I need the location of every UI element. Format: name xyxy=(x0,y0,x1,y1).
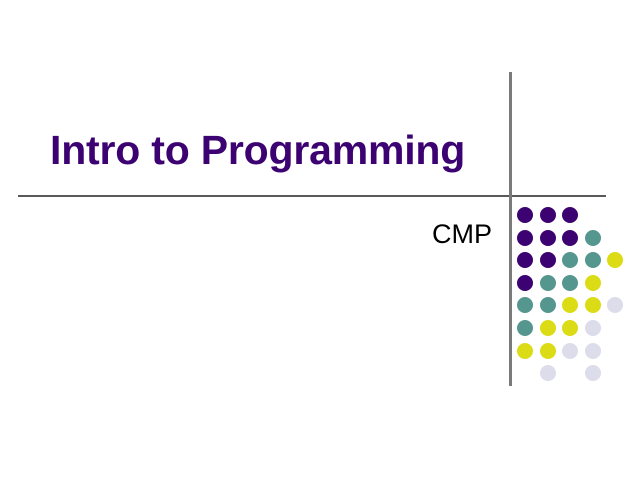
dot-teal xyxy=(584,229,601,246)
dot-teal xyxy=(584,252,601,269)
dot-yellow xyxy=(517,342,533,359)
dot-teal xyxy=(517,297,533,314)
dot-teal xyxy=(517,319,533,336)
dot-lavender xyxy=(584,342,601,359)
slide-title: Intro to Programming xyxy=(50,127,466,173)
dot-grid-row xyxy=(517,319,635,342)
dot-purple xyxy=(539,252,556,269)
dot-grid-row xyxy=(517,274,635,297)
dot-purple xyxy=(539,207,556,223)
dot-grid-row xyxy=(517,342,635,365)
dot-grid-row xyxy=(517,229,635,252)
dot-grid-row xyxy=(517,251,635,274)
dot-purple xyxy=(562,207,579,223)
dot-teal xyxy=(562,274,579,291)
dot-grid-decoration xyxy=(517,206,635,382)
dot-lavender xyxy=(562,342,579,359)
dot-yellow xyxy=(539,342,556,359)
dot-grid-row xyxy=(517,364,635,387)
horizontal-divider-line xyxy=(18,195,606,197)
dot-teal xyxy=(539,274,556,291)
vertical-divider-line xyxy=(509,72,512,386)
dot-purple xyxy=(517,207,533,223)
dot-lavender xyxy=(607,297,624,314)
dot-grid-row xyxy=(517,296,635,319)
dot-yellow xyxy=(584,274,601,291)
dot-purple xyxy=(517,274,533,291)
dot-purple xyxy=(517,252,533,269)
dot-yellow xyxy=(562,319,579,336)
dot-lavender xyxy=(584,365,601,382)
dot-lavender xyxy=(539,365,556,382)
dot-purple xyxy=(562,229,579,246)
dot-purple xyxy=(539,229,556,246)
dot-yellow xyxy=(584,297,601,314)
dot-yellow xyxy=(562,297,579,314)
dot-grid-row xyxy=(517,206,635,229)
dot-purple xyxy=(517,229,533,246)
dot-lavender xyxy=(584,319,601,336)
dot-teal xyxy=(562,252,579,269)
slide-subtitle: CMP xyxy=(432,219,492,249)
dot-teal xyxy=(539,297,556,314)
dot-yellow xyxy=(607,252,624,269)
dot-yellow xyxy=(539,319,556,336)
